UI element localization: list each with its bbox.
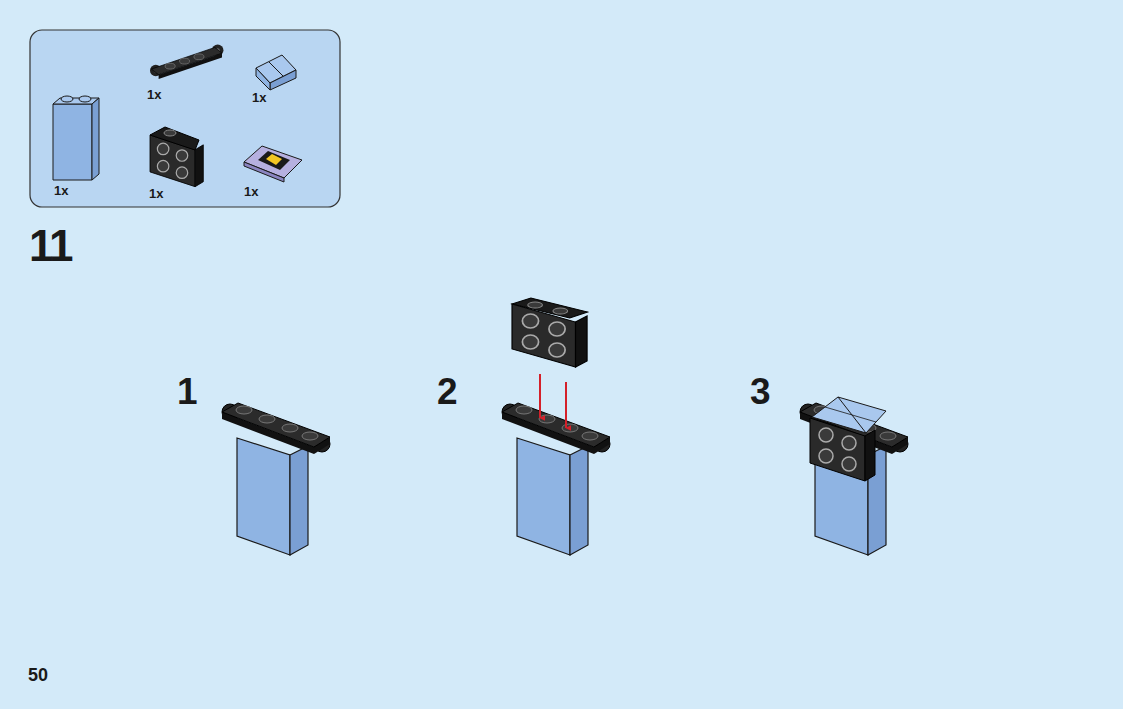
part-count: 1x — [252, 91, 266, 104]
step-number: 11 — [29, 224, 72, 268]
substep-number: 3 — [750, 373, 771, 410]
part-count: 1x — [54, 184, 68, 197]
part-count: 1x — [149, 187, 163, 200]
page-number: 50 — [28, 666, 48, 684]
part-count: 1x — [147, 88, 161, 101]
substep-number: 1 — [177, 373, 198, 410]
substep-number: 2 — [437, 373, 458, 410]
part-count: 1x — [244, 185, 258, 198]
